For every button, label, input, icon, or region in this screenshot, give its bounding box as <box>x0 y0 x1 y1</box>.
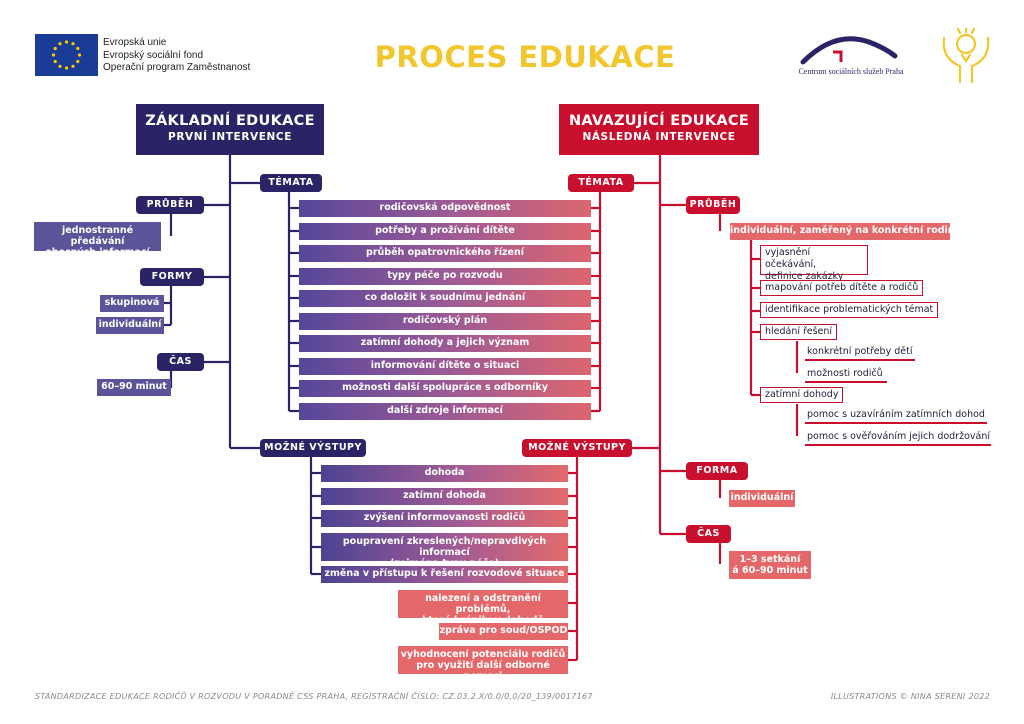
step-vyjasneni-line-2: definice zakázky <box>765 271 844 282</box>
tema-item: informování dítěte o situaci <box>299 358 591 375</box>
right-forma-value: individuální <box>729 490 795 507</box>
tema-item: rodičovská odpovědnost <box>299 200 591 217</box>
left-forma-individualni: individuální <box>96 317 164 334</box>
left-vystupy-label: MOŽNÉ VÝSTUPY <box>260 439 366 457</box>
step-hledani: hledání řešení <box>760 324 838 340</box>
step-zatimni-dohody: zatímní dohody <box>760 387 844 403</box>
step-moznosti-rodicu: možnosti rodičů <box>805 367 887 383</box>
right-forma-label: FORMA <box>686 462 748 480</box>
left-forma-skupinova: skupinová <box>100 295 164 312</box>
footer-credits: ILLUSTRATIONS © NINA SERENI 2022 <box>830 692 990 701</box>
vystup-two-line-2: (zejména typy péče) <box>389 558 500 569</box>
vystup-right-item-3: vyhodnocení potenciálu rodičů pro využit… <box>398 646 568 682</box>
right-temata-label: TÉMATA <box>568 174 634 192</box>
step-potreby-deti: konkrétní potřeby dětí <box>805 345 915 361</box>
footer-registration: STANDARDIZACE EDUKACE RODIČŮ V ROZVODU V… <box>35 692 593 701</box>
left-formy-label: FORMY <box>140 268 204 286</box>
eu-caption: Evropská unie Evropský sociální fond Ope… <box>103 37 250 75</box>
vystup-item: zvýšení informovanosti rodičů <box>321 510 568 527</box>
vystup-item-two-line: poupravení zkreslených/nepravdivých info… <box>321 533 568 569</box>
step-mapovani: mapování potřeb dítěte a rodičů <box>760 280 924 296</box>
eu-line-1: Evropská unie <box>103 37 167 48</box>
basic-education-title: ZÁKLADNÍ EDUKACE <box>145 113 315 129</box>
step-vyjasneni: vyjasnění očekávání, definice zakázky <box>760 245 868 282</box>
follow-up-education-title: NAVAZUJÍCÍ EDUKACE <box>568 113 750 129</box>
vystup-item: zatímní dohoda <box>321 488 568 505</box>
tema-item: typy péče po rozvodu <box>299 268 591 285</box>
right-cas-value-line-1: 1–3 setkání <box>739 554 801 565</box>
left-prubeh-value: jednostranné předávání obecných informac… <box>34 222 161 258</box>
tema-item: co doložit k soudnímu jednání <box>299 290 591 307</box>
vystup-right-item-1: nalezení a odstranění problémů, které br… <box>398 590 568 626</box>
right-prubeh-value: individuální, zaměřený na konkrétní rodi… <box>730 223 961 240</box>
step-pomoc-uzavirani: pomoc s uzavíráním zatímních dohod <box>805 408 987 424</box>
vystup-right-item-3-line-2: pro využití další odborné pomoci <box>416 660 550 682</box>
vystup-right-item-3-line-1: vyhodnocení potenciálu rodičů <box>400 649 566 660</box>
vystup-item: dohoda <box>321 465 568 482</box>
eu-flag-logo <box>35 34 98 76</box>
vystup-item: změna v přístupu k řešení rozvodové situ… <box>321 566 568 583</box>
tema-item: možnosti další spolupráce s odborníky <box>299 380 591 397</box>
vystup-two-line-1: poupravení zkreslených/nepravdivých info… <box>342 536 547 558</box>
right-cas-value-line-2: á 60–90 minut <box>732 565 808 576</box>
tema-item: průběh opatrovnického řízení <box>299 245 591 262</box>
follow-up-education-header: NAVAZUJÍCÍ EDUKACE NÁSLEDNÁ INTERVENCE <box>559 104 759 155</box>
right-cas-label: ČAS <box>686 525 731 543</box>
tema-item: další zdroje informací <box>299 403 591 420</box>
illustration-logo <box>940 26 992 84</box>
basic-education-header: ZÁKLADNÍ EDUKACE PRVNÍ INTERVENCE <box>136 104 324 155</box>
vystup-right-item-1-line-1: nalezení a odstranění problémů, <box>425 593 541 615</box>
css-praha-logo <box>795 32 905 82</box>
right-prubeh-label: PRŮBĚH <box>686 196 740 214</box>
tema-item: zatímní dohody a jejich význam <box>299 335 591 352</box>
right-vystupy-label: MOŽNÉ VÝSTUPY <box>522 439 632 457</box>
eu-line-3: Operační program Zaměstnanost <box>103 62 251 73</box>
left-temata-label: TÉMATA <box>260 174 322 192</box>
right-cas-value: 1–3 setkání á 60–90 minut <box>729 551 811 579</box>
css-praha-logo-text: Centrum sociálních služeb Praha <box>798 67 904 76</box>
step-pomoc-overovani: pomoc s ověřováním jejich dodržování <box>805 430 991 446</box>
vystup-right-item-2: zpráva pro soud/OSPOD <box>439 623 568 640</box>
basic-education-subtitle: PRVNÍ INTERVENCE <box>168 131 292 143</box>
page-title: PROCES EDUKACE <box>374 40 676 74</box>
eu-line-2: Evropský sociální fond <box>103 49 204 61</box>
step-identifikace: identifikace problematických témat <box>760 302 939 318</box>
left-prubeh-value-line-2: obecných informací <box>45 247 150 258</box>
tema-item: rodičovský plán <box>299 313 591 330</box>
left-prubeh-value-line-1: jednostranné předávání <box>61 225 134 247</box>
left-prubeh-label: PRŮBĚH <box>136 196 204 214</box>
follow-up-education-subtitle: NÁSLEDNÁ INTERVENCE <box>582 131 736 143</box>
vystup-right-item-1-line-2: které bránily v dohodě <box>422 615 544 626</box>
tema-item: potřeby a prožívání dítěte <box>299 223 591 240</box>
left-cas-value: 60–90 minut <box>97 379 171 396</box>
step-vyjasneni-line-1: vyjasnění očekávání, <box>765 247 817 270</box>
left-cas-label: ČAS <box>157 353 204 371</box>
